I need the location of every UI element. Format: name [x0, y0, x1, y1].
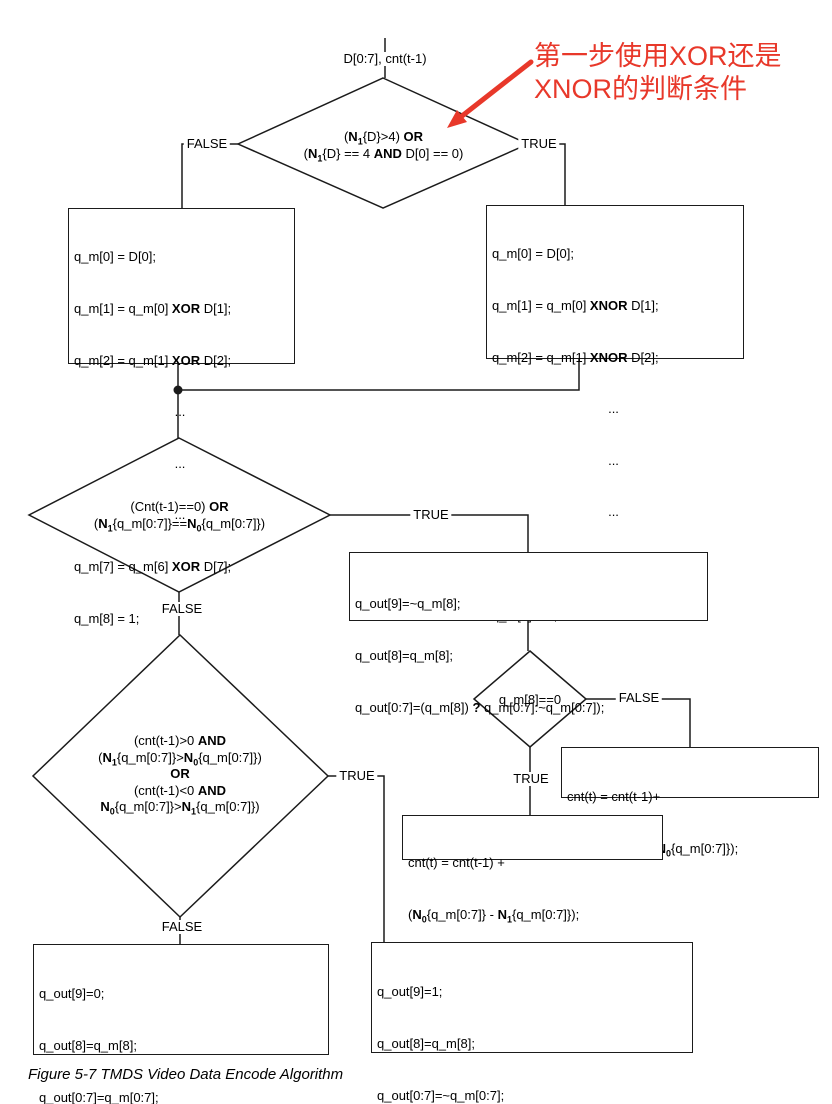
box-line: ... [174, 455, 186, 471]
d3-false-label: FALSE [158, 920, 206, 934]
sd-false-label: FALSE [615, 691, 663, 705]
decision-line: (N1{D} == 4 AND D[0] == 0) [303, 145, 464, 164]
process-box-out-false: q_out[9]=0; q_out[8]=q_m[8]; q_out[0:7]=… [33, 944, 329, 1104]
decision-line: (N1{q_m[0:7]}>N0{q_m[0:7]}) [98, 749, 262, 768]
process-box-xor: q_m[0] = D[0]; q_m[1] = q_m[0] XOR D[1];… [68, 208, 295, 626]
process-box-cnt-false: cnt(t) = cnt(t-1)+ (N1{q_m[0:7]} - N0{q_… [561, 747, 819, 858]
box-line: cnt(t) = cnt(t-1) + [408, 855, 505, 871]
box-line: q_out[9]=~q_m[8]; [355, 596, 461, 612]
decision-line: (cnt(t-1)<0 AND [133, 782, 227, 798]
box-line: q_out[8]=q_m[8]; [377, 1036, 475, 1052]
decision-line: (N1{D}>4) OR [343, 129, 424, 147]
figure-caption: Figure 5-7 TMDS Video Data Encode Algori… [28, 1066, 344, 1083]
annotation-text-line2: XNOR的判断条件 [534, 74, 748, 104]
process-box-xnor: q_m[0] = D[0]; q_m[1] = q_m[0] XNOR D[1]… [486, 205, 744, 623]
box-line: q_m[0] = D[0]; [492, 246, 575, 262]
box-line: cnt(t) = cnt(t-1)+ [567, 789, 661, 805]
box-line: ... [608, 452, 619, 468]
decision-xor-xnor-shape [236, 77, 530, 209]
annotation-arrow-shaft [459, 59, 534, 119]
box-line: ... [174, 404, 186, 420]
box-line: q_m[1] = q_m[0] XNOR D[1]; [492, 298, 659, 314]
d1-true-wire [528, 143, 566, 205]
box-line: ... [608, 504, 619, 520]
box-line: (N0{q_m[0:7]} - N1{q_m[0:7]}); [408, 907, 580, 925]
process-box-out-true: q_out[9]=1; q_out[8]=q_m[8]; q_out[0:7]=… [371, 942, 693, 1103]
box-line: q_m[2] = q_m[1] XOR D[2]; [74, 352, 232, 368]
annotation-arrow-head [447, 110, 467, 128]
box-line: q_m[2] = q_m[1] XNOR D[2]; [492, 349, 659, 365]
box-line: q_m[8] = 1; [74, 610, 140, 626]
box-line: ... [174, 507, 186, 523]
box-line: q_out[0:7]=(q_m[8]) ? q_m[0:7]:~q_m[0:7]… [355, 699, 605, 715]
box-line: q_m[7] = q_m[6] XOR D[7]; [74, 559, 232, 575]
annotation-text: 第一步使用XOR还是 XNOR的判断条件 [534, 40, 782, 106]
xnor-box-out-wire [178, 358, 580, 391]
box-line: q_out[8]=q_m[8]; [39, 1038, 137, 1054]
annotation-text-line1: 第一步使用XOR还是 [534, 41, 782, 71]
box-line: q_out[0:7]=~q_m[0:7]; [377, 1087, 505, 1103]
decision-xor-xnor-text: (N1{D}>4) OR (N1{D} == 4 AND D[0] == 0) [243, 129, 524, 164]
box-line: q_out[0:7]=q_m[0:7]; [39, 1089, 159, 1104]
junction-dot [173, 385, 183, 395]
d1-true-label: TRUE [518, 137, 560, 151]
decision-line: N0{q_m[0:7]}>N1{q_m[0:7]}) [100, 799, 260, 817]
decision-disparity-text: (cnt(t-1)>0 AND (N1{q_m[0:7]}>N0{q_m[0:7… [30, 733, 330, 816]
d3-true-wire [328, 775, 385, 942]
d1-false-wire [181, 143, 238, 208]
box-line: q_out[9]=0; [39, 986, 105, 1002]
d3-true-label: TRUE [336, 769, 378, 783]
box-line: ... [608, 401, 619, 417]
input-label: D[0:7], cnt(t-1) [340, 52, 430, 66]
decision-line: OR [170, 766, 190, 781]
box-line: q_m[0] = D[0]; [74, 249, 157, 265]
d2-false-label: FALSE [158, 602, 206, 616]
decision-line: (cnt(t-1)>0 AND [133, 733, 227, 748]
process-box-cnt-true: cnt(t) = cnt(t-1) + (N0{q_m[0:7]} - N1{q… [402, 815, 663, 924]
sd-true-label: TRUE [510, 772, 552, 786]
d2-true-label: TRUE [410, 508, 452, 522]
decision-line: (N1{q_m[0:7]}==N0{q_m[0:7]}) [93, 515, 266, 534]
decision-qm8-text: q_m[8]==0 [498, 692, 562, 707]
d2-true-wire [330, 514, 529, 552]
box-line: q_out[9]=1; [377, 984, 443, 1000]
box-line: q_out[8]=q_m[8]; [355, 648, 453, 664]
box-line: q_m[1] = q_m[0] XOR D[1]; [74, 301, 232, 317]
decision-invert-text: (Cnt(t-1)==0) OR (N1{q_m[0:7]}==N0{q_m[0… [29, 499, 330, 534]
decision-line: (Cnt(t-1)==0) OR [130, 499, 229, 514]
d1-false-label: FALSE [183, 137, 231, 151]
process-box-balanced-out: q_out[9]=~q_m[8]; q_out[8]=q_m[8]; q_out… [349, 552, 708, 715]
